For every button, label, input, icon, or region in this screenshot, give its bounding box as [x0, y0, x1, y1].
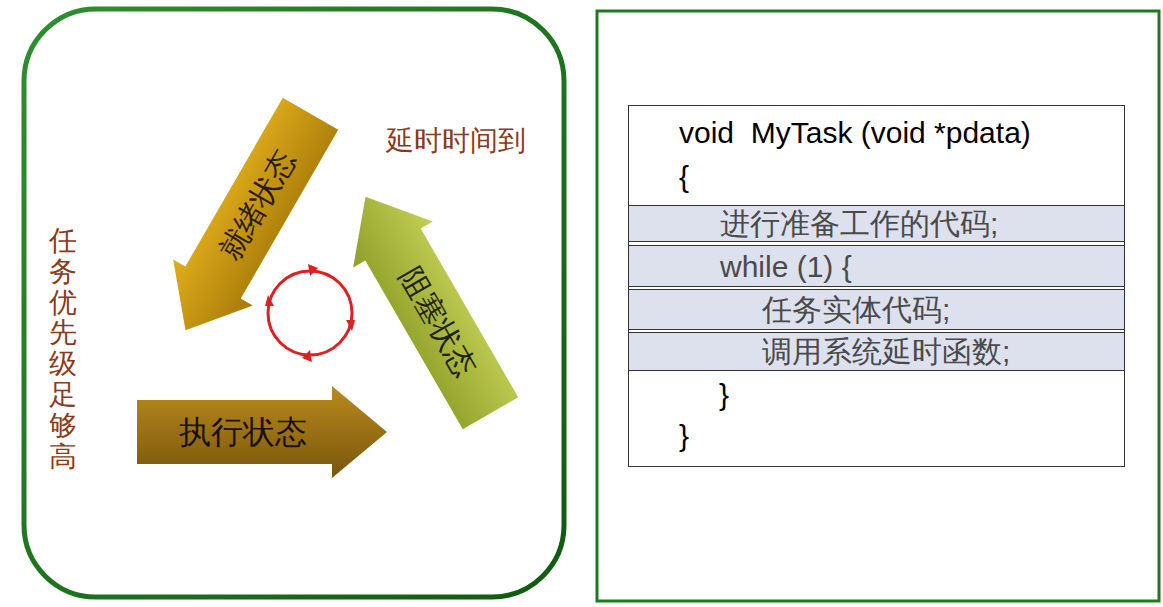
running-state-arrow: 执行状态: [137, 386, 387, 478]
right-panel: [597, 11, 1159, 601]
code-band: 任务实体代码;: [628, 289, 1125, 330]
code-line: }: [679, 419, 689, 452]
code-line: while (1) {: [720, 250, 852, 283]
code-band: 进行准备工作的代码;: [628, 205, 1125, 242]
left-panel: [24, 9, 564, 597]
code-line: }: [719, 378, 729, 411]
code-line: 进行准备工作的代码;: [720, 207, 998, 240]
code-band: while (1) {: [628, 245, 1125, 287]
code-box: void MyTask (void *pdata) {}} 进行准备工作的代码; wh…: [628, 105, 1125, 467]
code-line: 任务实体代码;: [762, 293, 950, 326]
arrow-body: [146, 91, 351, 354]
arrow-body: [326, 174, 531, 437]
transition-label: 任务优先级足够高: [49, 226, 77, 472]
state-label: 执行状态: [179, 416, 307, 448]
code-line: 调用系统延时函数;: [762, 335, 1010, 368]
arrow-body: [137, 386, 387, 478]
code-line: {: [679, 160, 689, 193]
code-band: 调用系统延时函数;: [628, 332, 1125, 371]
transition-label: 延时时间到: [386, 124, 526, 158]
cycle-circle: [265, 264, 355, 362]
code-line: void MyTask (void *pdata): [679, 116, 1031, 149]
